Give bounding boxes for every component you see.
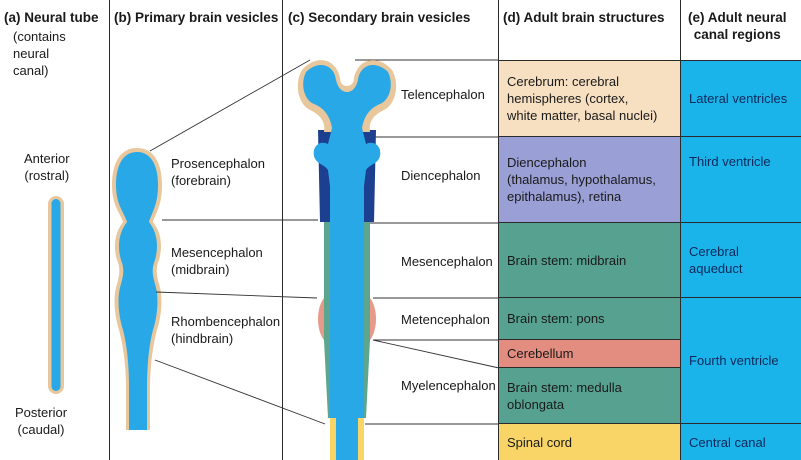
secondary-vesicle-telencephalon-label: Telencephalon [401,86,485,103]
secondary-vesicle-lumen [303,65,391,418]
spinal-cord-canal [336,418,358,460]
secondary-vesicle-myelencephalon-label: Myelencephalon [401,377,496,394]
secondary-vesicle-diencephalon-label: Diencephalon [401,167,481,184]
secondary-vesicle-mesencephalon-label: Mesencephalon [401,253,493,270]
secondary-vesicle-metencephalon-label: Metencephalon [401,311,490,328]
